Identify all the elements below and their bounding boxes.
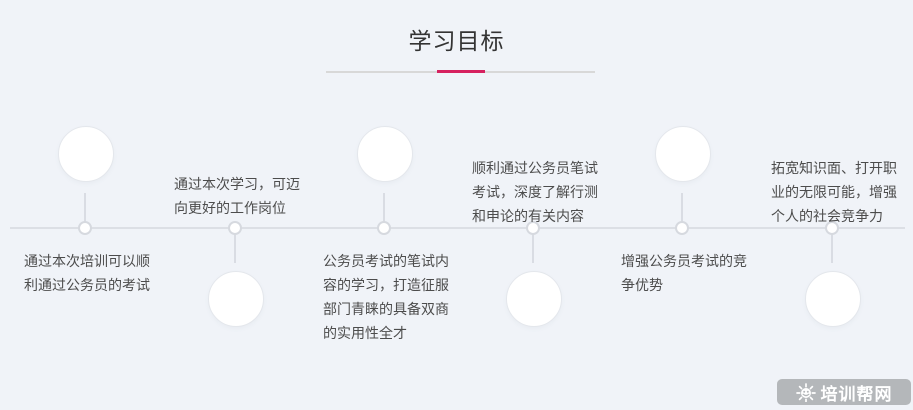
milestone-text: 增强公务员考试的竞 争优势: [621, 254, 747, 294]
timeline-node: 通过本次培训可以顺 利通过公务员的考试: [20, 0, 150, 410]
timeline-node: 通过本次学习，可迈 向更好的工作岗位: [170, 0, 300, 410]
connector-line: [831, 229, 833, 263]
milestone-text: 公务员考试的笔试内 容的学习，打造征服 部门青睐的具备双商 的实用性全才: [323, 254, 449, 342]
header: 学习目标: [0, 0, 913, 90]
milestone-text: 通过本次培训可以顺 利通过公务员的考试: [24, 254, 150, 294]
milestone-circle: [805, 271, 861, 327]
milestone-circle: [208, 271, 264, 327]
timeline-node: 拓宽知识面、打开职 业的无限可能，增强 个人的社会竞争力: [767, 0, 897, 410]
milestone-text: 通过本次学习，可迈 向更好的工作岗位: [174, 177, 300, 217]
timeline-node: 增强公务员考试的竞 争优势: [617, 0, 747, 410]
timeline-dot: [78, 221, 92, 235]
timeline-axis: [10, 227, 905, 229]
title-divider: [326, 70, 595, 73]
timeline-node: 顺利通过公务员笔试 考试，深度了解行测 和申论的有关内容: [468, 0, 598, 410]
watermark-label: 培训帮网: [820, 384, 893, 405]
watermark-badge: 培训帮网: [777, 379, 911, 405]
milestone-circle: [506, 271, 562, 327]
timeline-dot: [675, 221, 689, 235]
timeline-node: 公务员考试的笔试内 容的学习，打造征服 部门青睐的具备双商 的实用性全才: [319, 0, 449, 410]
connector-line: [532, 229, 534, 263]
milestone-circle: [655, 126, 711, 182]
connector-line: [383, 193, 385, 227]
milestone-circle: [357, 126, 413, 182]
timeline-dot: [377, 221, 391, 235]
connector-line: [84, 193, 86, 227]
title-divider-accent: [437, 70, 485, 73]
page-title: 学习目标: [408, 29, 505, 55]
timeline-dot: [526, 221, 540, 235]
milestone-text: 拓宽知识面、打开职 业的无限可能，增强 个人的社会竞争力: [771, 161, 897, 225]
sun-face-icon: [795, 382, 816, 402]
connector-line: [681, 193, 683, 227]
timeline-dot: [825, 221, 839, 235]
connector-line: [234, 229, 236, 263]
milestone-text: 顺利通过公务员笔试 考试，深度了解行测 和申论的有关内容: [472, 161, 598, 225]
timeline-dot: [228, 221, 242, 235]
milestone-circle: [58, 126, 114, 182]
